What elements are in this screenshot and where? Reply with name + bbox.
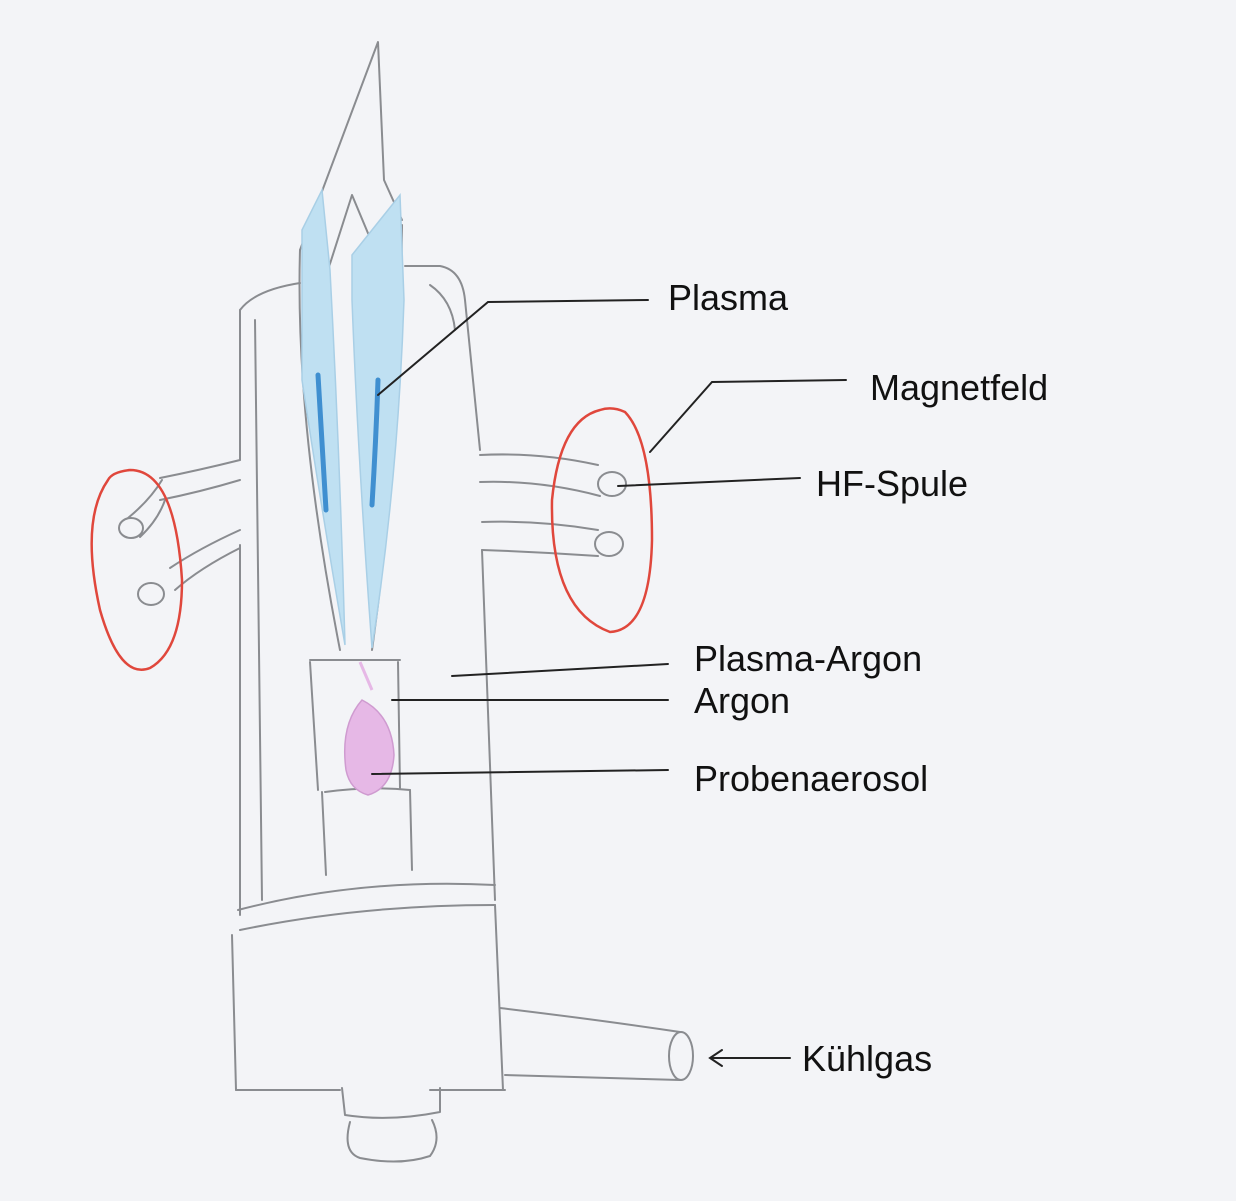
label-probenaerosol: Probenaerosol <box>694 758 929 799</box>
kuehlgas-inlet-tube <box>499 1007 694 1081</box>
plasma-flame <box>301 187 405 649</box>
right-coil <box>479 453 627 557</box>
injector-tube <box>309 659 413 876</box>
leader-plasma <box>377 299 649 396</box>
leader-plasma-argon <box>451 663 669 677</box>
label-hf-spule: HF-Spule <box>816 463 969 504</box>
magnetic-field-loops <box>90 407 654 671</box>
probenaerosol-mark <box>343 661 395 796</box>
label-plasma: Plasma <box>668 277 789 318</box>
kuehlgas-arrowhead <box>708 1049 723 1067</box>
magnetfeld-left-loop <box>90 468 184 671</box>
torch-base <box>231 882 506 1091</box>
label-plasma-argon: Plasma-Argon <box>694 638 923 679</box>
label-magnetfeld: Magnetfeld <box>870 367 1049 408</box>
label-argon: Argon <box>694 680 791 721</box>
magnetfeld-right-loop <box>550 407 654 634</box>
leader-probenaerosol <box>371 769 669 775</box>
label-kuehlgas: Kühlgas <box>802 1038 933 1079</box>
torch-bottom-knob <box>341 1087 441 1163</box>
leader-magnetfeld <box>649 379 847 453</box>
torch-outer-tube <box>239 265 496 916</box>
leader-hf-spule <box>617 477 801 487</box>
left-coil <box>118 459 241 606</box>
leader-lines <box>371 299 847 1067</box>
